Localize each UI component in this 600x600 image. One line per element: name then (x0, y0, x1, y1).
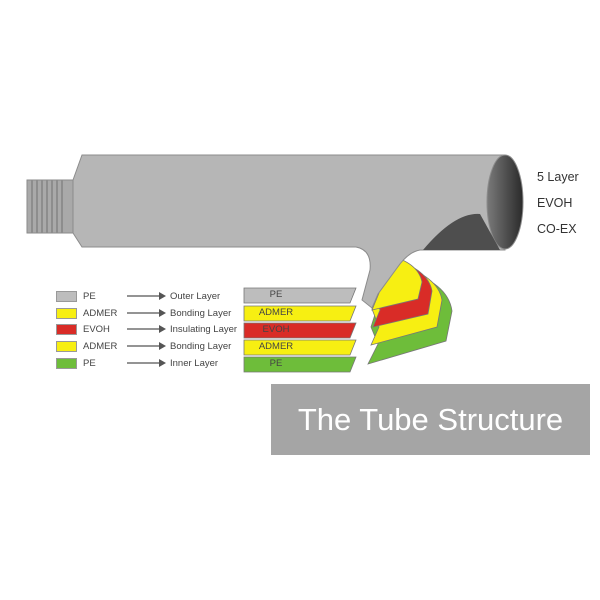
legend-layer-role: Bonding Layer (170, 307, 232, 319)
tube-nozzle (26, 179, 74, 234)
legend-layer-name: PE (83, 290, 96, 302)
strip-admer-2 (243, 339, 357, 356)
tube-open-end (486, 154, 524, 250)
legend-layer-name: PE (83, 357, 96, 369)
arrow-right-icon (127, 359, 166, 367)
arrow-right-icon (127, 309, 166, 317)
strip-label: PE (269, 289, 283, 300)
strip-label: ADMER (258, 341, 294, 352)
legend-layer-role: Outer Layer (170, 290, 221, 302)
legend-row: ADMER Bonding Layer (56, 307, 231, 319)
legend-swatch (56, 307, 77, 319)
spec-layers: 5 Layer (537, 170, 579, 184)
legend-row: PE Outer Layer (56, 290, 220, 302)
legend-layer-role: Insulating Layer (170, 323, 238, 335)
spec-material: EVOH (537, 196, 573, 210)
legend-swatch (56, 340, 77, 352)
legend-layer-name: ADMER (83, 340, 118, 352)
legend-swatch (56, 290, 77, 302)
arrow-right-icon (127, 325, 166, 333)
strip-label: EVOH (262, 324, 290, 335)
spec-process: CO-EX (537, 222, 577, 236)
legend-row: EVOH Insulating Layer (56, 323, 237, 335)
legend-row: PE Inner Layer (56, 357, 218, 369)
legend-layer-name: ADMER (83, 307, 118, 319)
strip-admer-1 (243, 305, 357, 322)
legend-swatch (56, 323, 77, 335)
arrow-right-icon (127, 342, 166, 350)
strip-label: ADMER (258, 307, 294, 318)
legend-row: ADMER Bonding Layer (56, 340, 231, 352)
layer-strips (243, 287, 357, 373)
strip-pe-outer (243, 287, 357, 304)
legend-swatch (56, 357, 77, 369)
strip-label: PE (269, 358, 283, 369)
legend-layer-role: Inner Layer (170, 357, 219, 369)
peeled-layers (367, 254, 453, 365)
title-banner: The Tube Structure (271, 384, 590, 455)
legend-layer-role: Bonding Layer (170, 340, 232, 352)
strip-pe-inner (243, 356, 357, 373)
tube-body (72, 154, 524, 309)
arrow-right-icon (127, 292, 166, 300)
diagram-title: The Tube Structure (297, 401, 564, 437)
legend-layer-name: EVOH (83, 323, 110, 335)
strip-evoh (243, 322, 357, 339)
